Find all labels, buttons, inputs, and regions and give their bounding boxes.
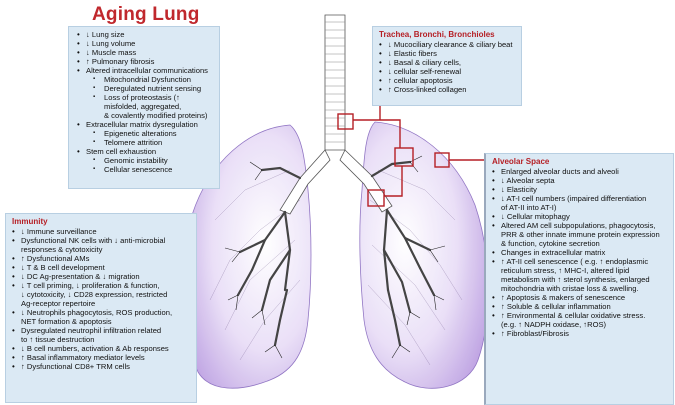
trachea-list: ↓ Mucociliary clearance & ciliary beat ↓… [379, 40, 515, 94]
list-item: ↑ AT-II cell senescence ( e.g. ↑ endopla… [492, 257, 667, 266]
list-item: ↓ Neutrophils phagocytosis, ROS producti… [12, 308, 190, 317]
list-item: Altered AM cell subpopulations, phagocyt… [492, 221, 667, 230]
list-item: & function, cytokine secretion [501, 239, 600, 248]
list-item: Telomere attrition [77, 138, 213, 147]
list-item: ↓ DC Ag-presentation & ↓ migration [12, 272, 190, 281]
list-item: Changes in extracellular matrix [492, 248, 667, 257]
list-item: Mitochondrial Dysfunction [77, 75, 213, 84]
list-item: Enlarged alveolar ducts and alveoli [492, 167, 667, 176]
right-lung [359, 121, 489, 389]
list-item: & covalently modified proteins) [104, 111, 208, 120]
list-item: reticulum stress, ↑ MHC-I, altered lipid [501, 266, 630, 275]
list-item: ↓ Elastic fibers [379, 49, 515, 58]
list-item: ↑ Dysfunctional CD8+ TRM cells [12, 362, 190, 371]
list-item: NET formation & apoptosis [21, 317, 112, 326]
list-item: ↓ Lung volume [77, 39, 213, 48]
list-item: Deregulated nutrient sensing [77, 84, 213, 93]
list-item: to ↑ tissue destruction [21, 335, 95, 344]
bronchiole-twigs [224, 155, 446, 359]
list-item: ↑ Basal inflammatory mediator levels [12, 353, 190, 362]
list-item: Loss of proteostasis (↑ misfolded, aggre… [77, 93, 213, 111]
list-item: ↓ Elasticity [492, 185, 667, 194]
list-item: ↑ Soluble & cellular inflammation [492, 302, 667, 311]
bronchioles [236, 160, 436, 347]
list-item: ↑ Dysfunctional AMs [12, 254, 190, 263]
immunity-list: ↓ Immune surveillance Dysfunctional NK c… [12, 227, 190, 371]
list-item: ↓ Alveolar septa [492, 176, 667, 185]
list-item: ↓ cellular self-renewal [379, 67, 515, 76]
list-item: ↑ Pulmonary fibrosis [77, 57, 213, 66]
list-item: ↓ T & B cell development [12, 263, 190, 272]
list-item: ↑ Cross-linked collagen [379, 85, 515, 94]
list-item: responses & cytotoxicity [21, 245, 103, 254]
trachea-rings [325, 21, 345, 143]
list-item: ↓ Basal & ciliary cells, [379, 58, 515, 67]
aging-list: ↓ Lung size ↓ Lung volume ↓ Muscle mass … [77, 30, 213, 174]
list-item: Dysfunctional NK cells with ↓ anti-micro… [12, 236, 190, 245]
list-item: ↓ Cellular mitophagy [492, 212, 667, 221]
callout-markers [337, 104, 486, 207]
list-item: of AT-II into AT-I) [501, 203, 557, 212]
list-item: ↓ B cell numbers, activation & Ab respon… [12, 344, 190, 353]
page-title: Aging Lung [92, 4, 200, 25]
alveolar-list: Enlarged alveolar ducts and alveoli ↓ Al… [492, 167, 667, 338]
list-item: Stem cell exhaustion [77, 147, 213, 156]
list-item: Cellular senescence [77, 165, 213, 174]
list-item: metabolism with ↑ sterol synthesis, enla… [501, 275, 650, 284]
list-item: Extracellular matrix dysregulation [77, 120, 213, 129]
list-item: ↑ Fibroblast/Fibrosis [492, 329, 667, 338]
list-item: Epigenetic alterations [77, 129, 213, 138]
list-item: mitochondria with cristae loss & swellin… [501, 284, 639, 293]
alveolar-space-panel: Alveolar Space Enlarged alveolar ducts a… [484, 153, 674, 405]
list-item: ↓ Immune surveillance [12, 227, 190, 236]
list-item: Dysregulated neutrophil infiltration rel… [12, 326, 190, 335]
list-item: Genomic instability [77, 156, 213, 165]
trachea-heading: Trachea, Bronchi, Bronchioles [379, 30, 495, 39]
aging-lung-panel: ↓ Lung size ↓ Lung volume ↓ Muscle mass … [68, 26, 220, 189]
list-item: ↓ cytotoxicity, ↓ CD28 expression, restr… [21, 290, 168, 299]
list-item: ↓ T cell priming, ↓ proliferation & func… [12, 281, 190, 290]
trachea [324, 14, 346, 151]
list-item: ↑ Environmental & cellular oxidative str… [492, 311, 667, 320]
list-item: Altered intracellular communications [77, 66, 213, 75]
list-item: ↓ Mucociliary clearance & ciliary beat [379, 40, 515, 49]
list-item: ↓ Muscle mass [77, 48, 213, 57]
trachea-panel: Trachea, Bronchi, Bronchioles ↓ Mucocili… [372, 26, 522, 106]
list-item: (e.g. ↑ NADPH oxidase, ↑ROS) [501, 320, 607, 329]
list-item: ↓ AT-I cell numbers (impaired differenti… [492, 194, 667, 203]
immunity-heading: Immunity [12, 217, 48, 226]
list-item: Ag-receptor repertoire [21, 299, 96, 308]
immunity-panel: Immunity ↓ Immune surveillance Dysfuncti… [5, 213, 197, 403]
alveolar-heading: Alveolar Space [492, 157, 550, 166]
list-item: ↑ cellular apoptosis [379, 76, 515, 85]
list-item: ↑ Apoptosis & makers of senescence [492, 293, 667, 302]
list-item: ↓ Lung size [77, 30, 213, 39]
list-item: PRR & other innate immune protein expres… [501, 230, 660, 239]
